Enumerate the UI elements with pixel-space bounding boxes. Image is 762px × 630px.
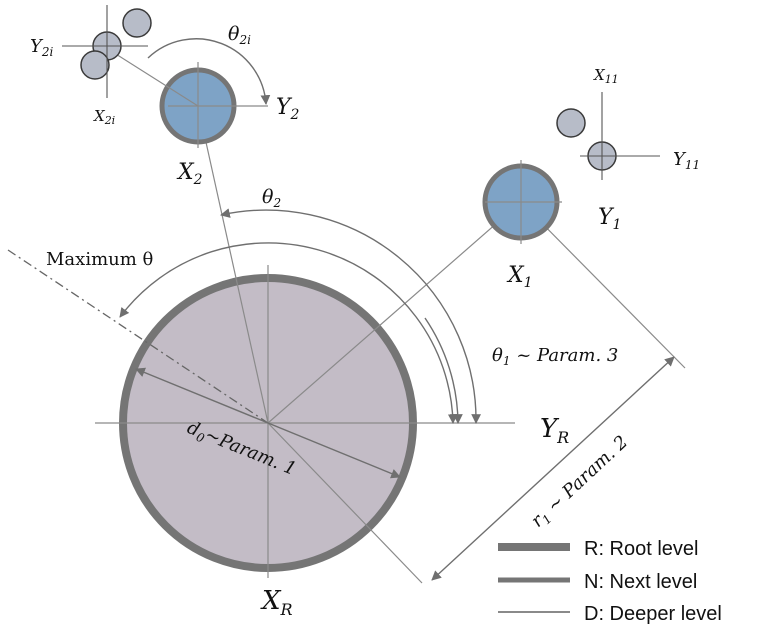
label-d2i-x: X2i (93, 107, 115, 127)
theta1-arc (424, 317, 463, 424)
legend-label-deeper: D: Deeper level (584, 603, 722, 625)
label-d2i-y: Y2i (30, 36, 54, 59)
label-root-y: YR (540, 414, 569, 447)
deep2i-circle-c (80, 50, 110, 80)
label-d11-x: X11 (593, 66, 619, 86)
deep2i-circle-a (122, 8, 152, 38)
theta2-arc (220, 208, 482, 424)
label-n1-x: X1 (506, 263, 533, 291)
label-d11-y: Y11 (673, 149, 700, 172)
label-n2-x: X2 (176, 160, 203, 188)
label-root-x: XR (260, 586, 293, 619)
legend-label-root: R: Root level (584, 538, 699, 560)
label-max-theta: Maximum θ (46, 249, 153, 270)
label-n1-y: Y1 (598, 205, 621, 233)
r1-dimension-arrow (431, 356, 675, 581)
n1-extension-line (520, 201, 686, 369)
label-n2-y: Y2 (276, 95, 300, 123)
label-r1-param: r1 ~ Param. 2 (527, 432, 633, 533)
legend: R: Root level N: Next level D: Deeper le… (498, 538, 722, 625)
label-theta1-param: θ1 ~ Param. 3 (492, 345, 618, 368)
theta2i-arc (147, 38, 271, 105)
deep11-circle-a (556, 108, 586, 138)
label-theta2: θ2 (262, 186, 281, 210)
legend-label-next: N: Next level (584, 571, 697, 593)
label-theta2i: θ2i (228, 23, 251, 47)
